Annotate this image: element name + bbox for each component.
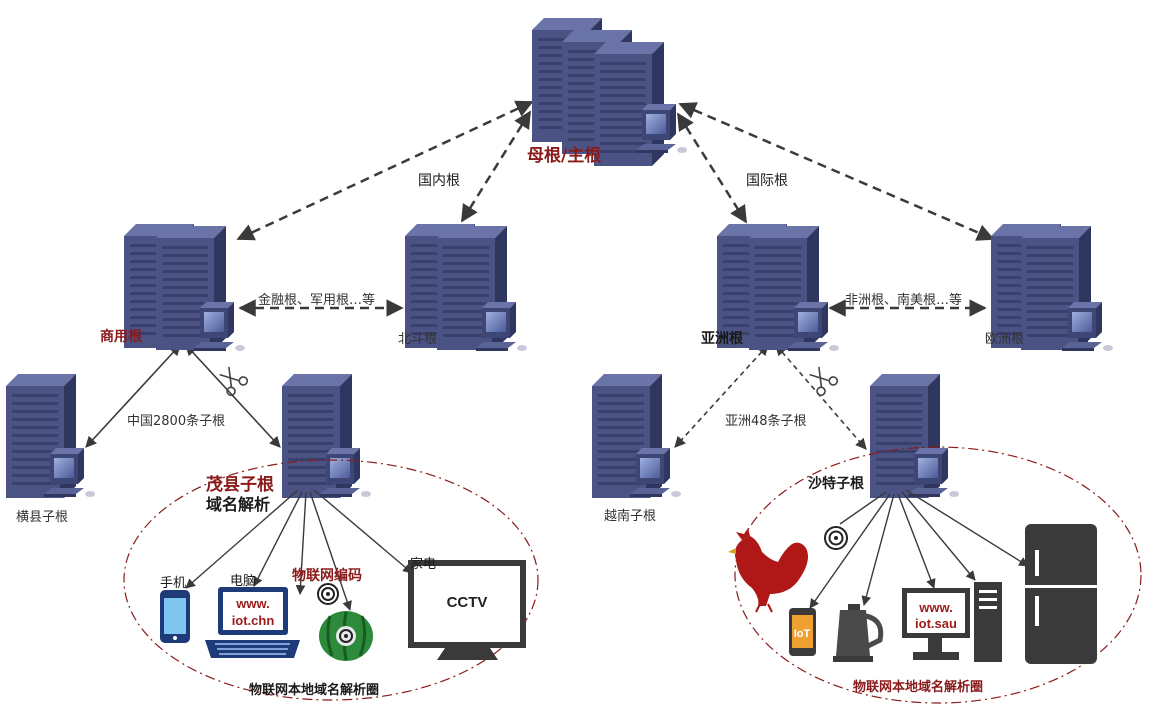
beidou-root-label: 北斗根 [398,332,438,347]
link-asia-vietnam [674,344,769,448]
link-asia-saudi [775,344,867,450]
kettle-icon [833,604,884,662]
iot-code-icon [824,526,848,550]
link-mother-europe [678,102,995,241]
computer-label: 电脑 [230,574,257,589]
monitor-text-www: www. [918,600,952,615]
laptop-text-domain: iot.chn [232,613,275,628]
iot-phone-icon: IoT [789,608,816,656]
server-hengxian [6,374,95,498]
tv-icon: CCTV [408,560,526,660]
asia-subroots-label: 亚洲48条子根 [725,414,807,429]
server-maoxian [282,374,371,498]
iot-phone-text: IoT [794,628,811,640]
laptop-text-www: www. [235,596,269,611]
commercial-peers-label: 金融根、军用根…等 [258,293,376,308]
left-device-links [185,489,413,611]
server-commercial-root [124,224,245,351]
refrigerator-icon [1025,524,1097,664]
scissors-icon [809,366,839,397]
watermelon-icon [319,611,373,661]
left-resolution-circle [123,459,539,701]
rooster-icon [728,528,808,613]
right-circle-title: 物联网本地域名解析圈 [853,680,984,695]
hengxian-label: 横县子根 [16,510,69,525]
laptop-icon: www. iot.chn [205,587,300,658]
appliance-label: 家电 [410,557,437,572]
maoxian-dns-label: 域名解析 [206,495,271,514]
asia-root-label: 亚洲根 [701,331,743,347]
link-mother-beidou [460,110,532,223]
right-device-links [809,489,1029,609]
iot-code-label: 物联网编码 [292,568,362,584]
tv-text: CCTV [447,594,488,611]
vietnam-label: 越南子根 [604,509,657,524]
monitor-text-domain: iot.sau [915,616,957,631]
desktop-computer-icon: www. iot.sau [902,582,1002,662]
maoxian-label: 茂县子根 [206,475,274,495]
commercial-root-label: 商用根 [100,329,142,345]
iot-code-icon [317,583,339,605]
link-commercial-maoxian [185,344,281,448]
link-commercial-hengxian [85,344,181,448]
asia-peers-label: 非洲根、南美根…等 [845,293,963,308]
server-saudi [870,374,959,498]
domestic-root-label: 国内根 [418,173,460,189]
phone-icon [160,590,190,643]
europe-root-label: 欧洲根 [985,332,1025,347]
link-mother-commercial [236,100,534,241]
international-root-label: 国际根 [746,173,788,189]
right-resolution-circle [734,446,1142,704]
china-subroots-label: 中国2800条子根 [127,414,226,429]
left-circle-title: 物联网本地域名解析圈 [249,683,380,698]
link-mother-asia [676,112,748,224]
scissors-icon [219,366,249,397]
mother-root-label: 母根/主根 [527,146,602,166]
server-vietnam [592,374,681,498]
phone-label: 手机 [160,576,187,591]
connections [85,100,995,450]
saudi-label: 沙特子根 [808,476,864,492]
